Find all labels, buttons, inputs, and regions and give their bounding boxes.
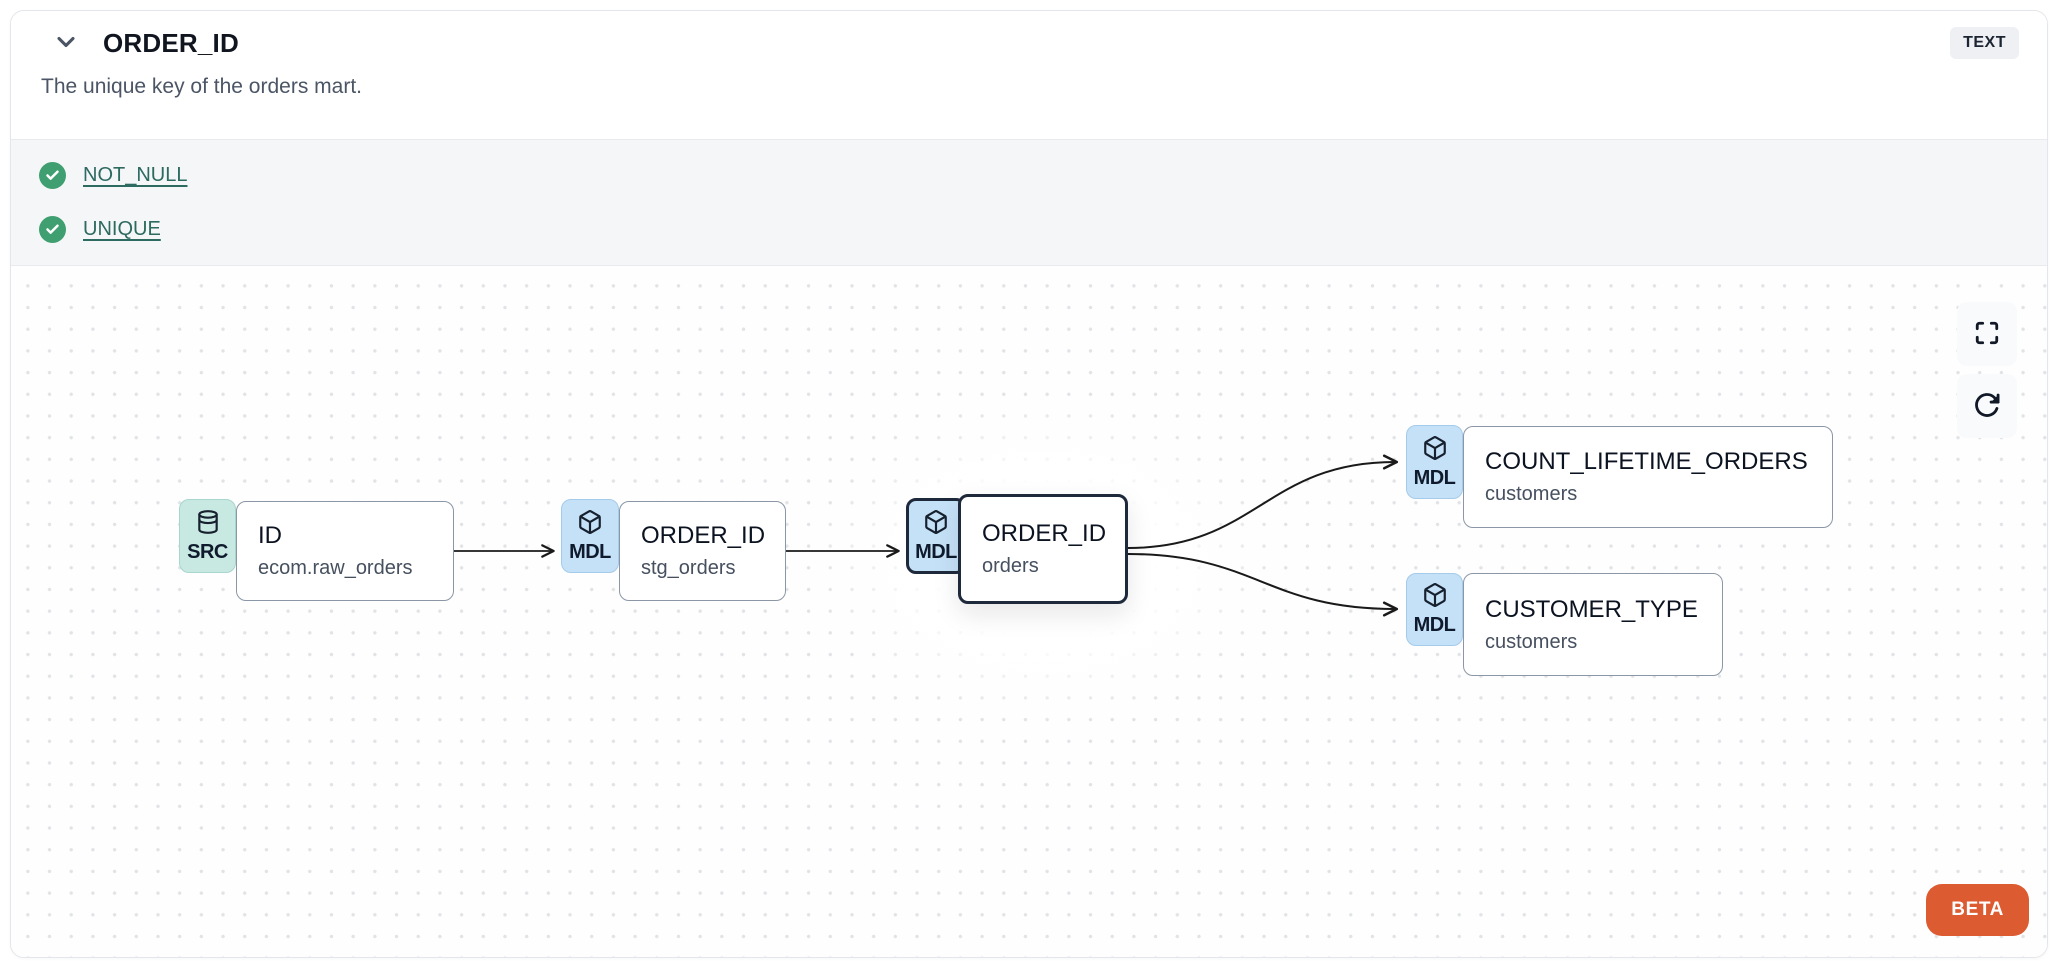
tests-section: NOT_NULL UNIQUE	[11, 139, 2047, 266]
node-title: ORDER_ID	[982, 520, 1107, 547]
cube-icon	[1422, 435, 1448, 466]
column-type-badge: TEXT	[1950, 27, 2019, 59]
column-title: ORDER_ID	[103, 27, 239, 58]
node-subtitle: customers	[1485, 483, 1578, 505]
fullscreen-icon	[1974, 320, 2000, 349]
lineage-node-customer-type[interactable]: MDL CUSTOMER_TYPE customers	[1406, 573, 1723, 676]
test-row: UNIQUE	[39, 216, 2019, 243]
test-pass-icon	[39, 216, 66, 243]
node-title: ORDER_ID	[641, 522, 766, 549]
node-badge-label: MDL	[569, 540, 611, 563]
node-badge-label: MDL	[915, 540, 957, 563]
test-pass-icon	[39, 162, 66, 189]
lineage-node-source[interactable]: SRC ID ecom.raw_orders	[179, 499, 454, 601]
refresh-layout-button[interactable]	[1957, 374, 2017, 438]
canvas-controls	[1957, 302, 2017, 438]
collapse-button[interactable]	[51, 28, 81, 58]
refresh-icon	[1973, 391, 2001, 422]
beta-badge: BETA	[1926, 884, 2029, 936]
title-row: ORDER_ID TEXT	[39, 27, 2019, 59]
test-link-unique[interactable]: UNIQUE	[83, 218, 161, 240]
column-description: The unique key of the orders mart.	[41, 75, 362, 98]
node-subtitle: stg_orders	[641, 557, 736, 579]
lineage-canvas[interactable]: SRC ID ecom.raw_orders MDL ORDER_ID stg	[11, 266, 2047, 957]
lineage-node-stg-orders[interactable]: MDL ORDER_ID stg_orders	[561, 499, 786, 601]
cube-icon	[1422, 582, 1448, 613]
fullscreen-button[interactable]	[1957, 302, 2017, 366]
node-subtitle: customers	[1485, 630, 1578, 653]
chevron-down-icon	[52, 28, 80, 59]
node-title: ID	[258, 522, 282, 549]
cube-icon	[577, 509, 603, 540]
lineage-edges	[444, 454, 1399, 617]
node-title: COUNT_LIFETIME_ORDERS	[1485, 448, 1808, 475]
lineage-node-count-lifetime-orders[interactable]: MDL COUNT_LIFETIME_ORDERS customers	[1406, 425, 1833, 528]
test-link-not-null[interactable]: NOT_NULL	[83, 164, 188, 186]
database-icon	[195, 509, 221, 540]
lineage-node-orders-selected[interactable]: MDL ORDER_ID orders	[906, 494, 1128, 606]
node-title: CUSTOMER_TYPE	[1485, 595, 1698, 623]
node-subtitle: ecom.raw_orders	[258, 557, 413, 579]
test-row: NOT_NULL	[39, 162, 2019, 189]
column-card: ORDER_ID TEXT The unique key of the orde…	[10, 10, 2048, 958]
node-badge-label: SRC	[187, 540, 228, 563]
node-subtitle: orders	[982, 555, 1039, 577]
cube-icon	[923, 509, 949, 540]
node-badge-label: MDL	[1413, 466, 1456, 489]
column-header: ORDER_ID TEXT The unique key of the orde…	[11, 11, 2047, 139]
node-badge-label: MDL	[1413, 614, 1456, 636]
